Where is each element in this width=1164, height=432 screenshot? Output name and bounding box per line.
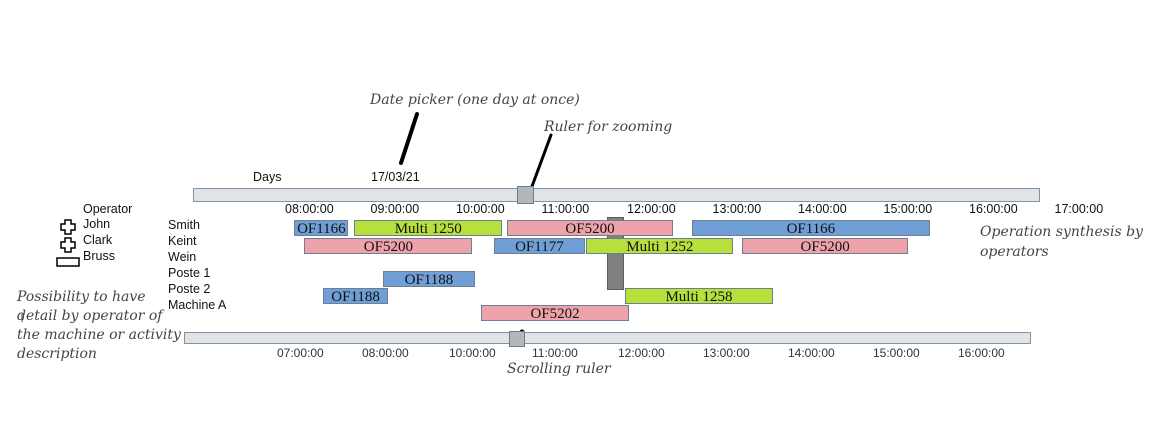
hour-tick-label: 14:00:00 [798,202,847,216]
bottom-hour-tick-label: 16:00:00 [958,346,1005,360]
operator-icon-bruss [56,257,80,267]
bottom-hour-tick-label: 12:00:00 [618,346,665,360]
scrolling-ruler-annotation: Scrolling ruler [507,361,611,377]
operator-name-bruss[interactable]: Bruss [83,249,115,263]
task-bar-of1166[interactable]: OF1166 [691,220,930,237]
hour-tick-label: 12:00:00 [627,202,676,216]
resource-poste-1[interactable]: Poste 1 [168,266,211,280]
operator-icon-clark [60,237,76,253]
task-bar-multi-1258[interactable]: Multi 1258 [624,288,774,305]
resource-poste-2[interactable]: Poste 2 [168,282,211,296]
task-bar-of1166[interactable]: OF1166 [294,220,349,237]
detail-note-annotation: Possibility to have detail by operator o… [17,289,181,362]
hour-tick-label: 17:00:00 [1054,202,1104,216]
date-picker-pointer [399,112,419,165]
hour-tick-label: 08:00:00 [285,202,334,216]
task-bar-of5202[interactable]: OF5202 [481,305,630,322]
operator-list: John Clark Bruss [55,217,165,267]
operation-synthesis-annotation: Operation synthesis by operators [980,224,1143,260]
bottom-hour-tick-label: 14:00:00 [788,346,835,360]
resource-smith[interactable]: Smith [168,218,200,232]
task-bar-of1188[interactable]: OF1188 [322,288,389,305]
scroll-ruler-track[interactable] [184,332,1031,344]
operator-name-clark[interactable]: Clark [83,233,113,247]
bottom-hour-tick-label: 07:00:00 [277,346,324,360]
bottom-hour-tick-label: 10:00:00 [449,346,496,360]
hour-tick-label: 10:00:00 [456,202,505,216]
resource-wein[interactable]: Wein [168,250,197,264]
date-picker-value[interactable]: 17/03/21 [371,170,420,184]
bottom-hour-tick-label: 08:00:00 [362,346,409,360]
scroll-ruler-thumb[interactable] [509,331,525,347]
hour-tick-label: 16:00:00 [969,202,1018,216]
bottom-hour-tick-label: 13:00:00 [703,346,750,360]
zoom-ruler-thumb[interactable] [517,186,534,204]
hour-tick-label: 15:00:00 [883,202,933,216]
resource-machine-a[interactable]: Machine A [168,298,227,312]
hour-tick-label: 13:00:00 [712,202,762,216]
task-bar-multi-1252[interactable]: Multi 1252 [586,238,734,255]
operator-name-john[interactable]: John [83,217,111,231]
task-bar-of1188[interactable]: OF1188 [382,271,476,288]
resource-keint[interactable]: Keint [168,234,197,248]
bottom-hour-tick-label: 15:00:00 [873,346,920,360]
zoom-ruler-track[interactable] [193,188,1040,202]
task-bar-of1177[interactable]: OF1177 [493,238,585,255]
task-bar-multi-1250[interactable]: Multi 1250 [354,220,503,237]
days-label: Days [253,170,282,184]
date-picker-annotation: Date picker (one day at once) [370,92,580,108]
task-bar-of5200[interactable]: OF5200 [506,220,674,237]
operator-label: Operator [83,202,133,216]
bottom-hour-tick-label: 11:00:00 [532,346,578,360]
ruler-zoom-annotation: Ruler for zooming [544,119,673,135]
hour-tick-label: 09:00:00 [370,202,420,216]
task-bar-of5200[interactable]: OF5200 [741,238,909,255]
hour-tick-label: 11:00:00 [541,202,590,216]
operator-icon-john [60,219,76,235]
ruler-zoom-pointer [529,133,553,191]
task-bar-of5200[interactable]: OF5200 [304,238,473,255]
